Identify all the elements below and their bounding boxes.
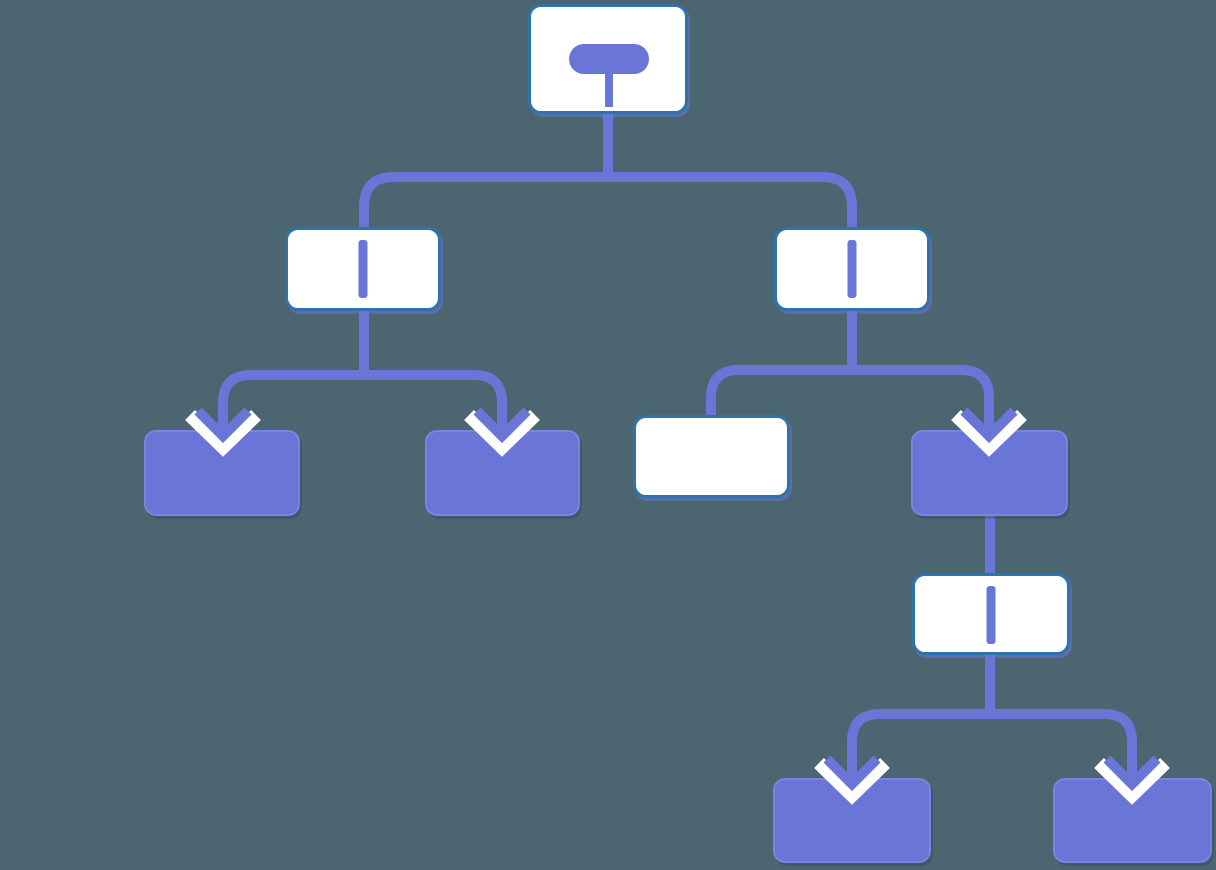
node-branch-right[interactable] — [774, 227, 930, 311]
root-pill-stem-icon — [605, 71, 613, 107]
node-leaf-4[interactable] — [773, 778, 931, 863]
node-child-white[interactable] — [633, 415, 790, 498]
node-leaf-5[interactable] — [1053, 778, 1212, 863]
node-leaf-2[interactable] — [425, 430, 580, 516]
node-branch-bottom[interactable] — [912, 573, 1070, 655]
connector-root-branches — [359, 172, 857, 227]
node-leaf-1[interactable] — [144, 430, 300, 516]
root-pill-icon — [569, 44, 649, 74]
node-branch-left[interactable] — [285, 227, 441, 311]
vertical-line-icon — [847, 240, 857, 298]
node-leaf-3[interactable] — [911, 430, 1068, 516]
connector-branch-bottom-children — [847, 709, 1137, 778]
vertical-line-icon — [986, 586, 996, 644]
vertical-line-icon — [358, 240, 368, 298]
connector-branch-left-children — [218, 370, 507, 430]
node-root[interactable] — [528, 4, 688, 114]
